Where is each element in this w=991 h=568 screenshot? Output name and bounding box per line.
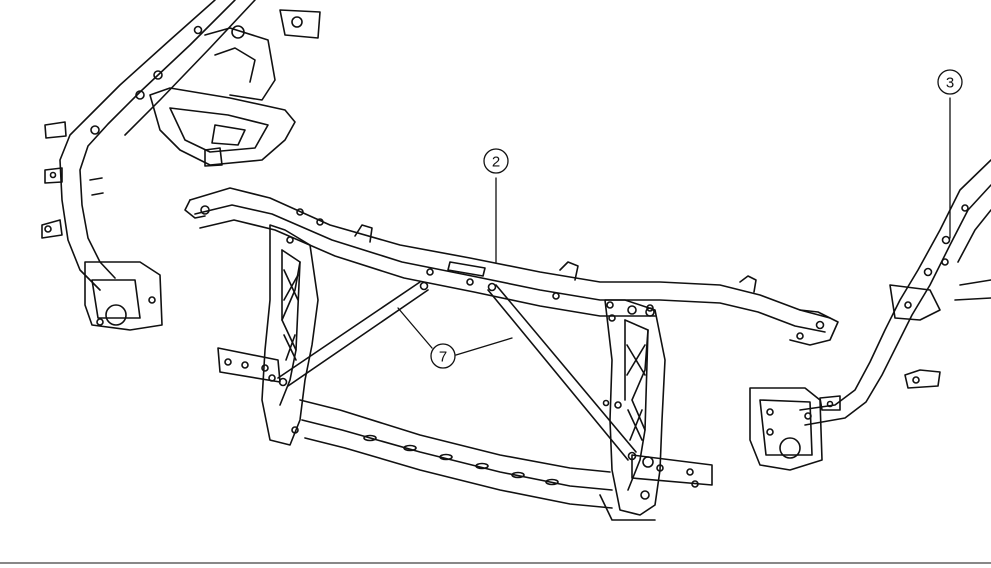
callout-2: 2 — [483, 148, 509, 263]
bottom-divider — [0, 562, 991, 564]
right-rail-assembly — [749, 159, 991, 471]
left-rail-assembly — [41, 0, 321, 331]
callout-3-label: 3 — [946, 75, 954, 92]
callout-2-label: 2 — [492, 154, 500, 171]
callout-7: 7 — [397, 307, 513, 369]
radiator-support-assembly — [184, 187, 839, 521]
callout-3: 3 — [937, 69, 963, 239]
callout-7-label: 7 — [439, 349, 447, 366]
